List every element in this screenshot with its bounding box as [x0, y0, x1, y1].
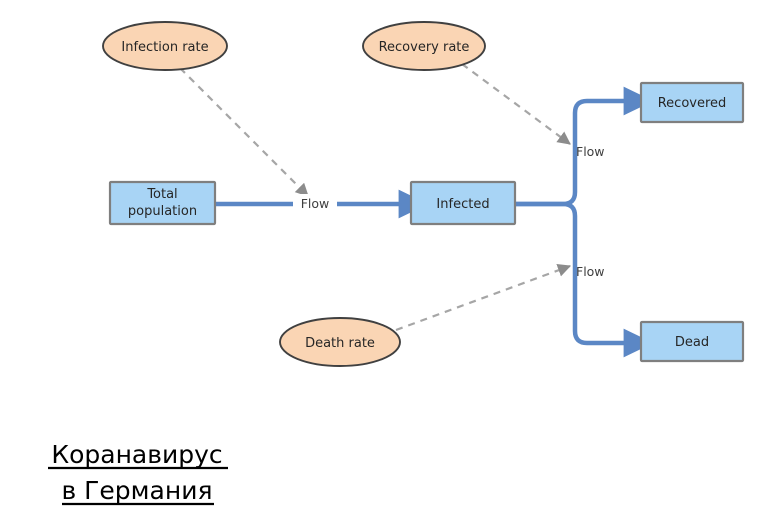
rate-death-rate-label: Death rate — [305, 336, 375, 351]
diagram-title-line1: Коранавирус — [51, 440, 222, 469]
rate-infection-rate-label: Infection rate — [121, 40, 208, 55]
flow-death-label: Flow — [576, 264, 605, 279]
flow-infection-label: Flow — [301, 196, 330, 211]
stock-total-population-label-line2: population — [128, 204, 197, 219]
rate-death-rate-ellipse[interactable] — [279, 317, 401, 367]
link-recovery-rate-line — [461, 63, 571, 145]
stock-recovered[interactable]: Recovered — [639, 81, 745, 124]
flow-recovery-line — [514, 86, 654, 207]
stock-dead-label: Dead — [675, 335, 709, 350]
rate-infection-rate-ellipse[interactable] — [102, 21, 228, 71]
rate-infection-rate[interactable]: Infection rate — [102, 21, 228, 71]
flow-infection-label-backdrop — [293, 194, 337, 214]
stock-infected-label: Infected — [436, 197, 489, 212]
stock-total-population-label-line1: Total — [146, 187, 177, 202]
stock-dead[interactable]: Dead — [639, 320, 745, 363]
stock-recovered-label: Recovered — [658, 96, 727, 111]
rate-death-rate[interactable]: Death rate — [279, 317, 401, 367]
flow-death-label-group: Flow — [576, 264, 605, 279]
diagram-title: Коранавирус в Германия — [48, 440, 228, 506]
rate-recovery-rate-ellipse[interactable] — [362, 21, 486, 71]
flow-recovery-label: Flow — [576, 144, 605, 159]
rate-recovery-rate[interactable]: Recovery rate — [362, 21, 486, 71]
link-death-rate-line — [395, 263, 572, 332]
flow-recovery-label-group: Flow — [576, 144, 605, 159]
flow-infection-label-group: Flow — [293, 194, 337, 214]
flow-death-line — [514, 201, 654, 358]
stock-total-population[interactable]: Total population — [108, 180, 217, 226]
flow-split-trunk — [514, 86, 654, 358]
rate-recovery-rate-label: Recovery rate — [379, 40, 470, 55]
stock-recovered-box[interactable] — [639, 81, 745, 124]
stock-total-population-box[interactable] — [108, 180, 217, 226]
diagram-title-line2: в Германия — [62, 476, 213, 505]
stock-infected[interactable]: Infected — [409, 180, 517, 226]
stock-dead-box[interactable] — [639, 320, 745, 363]
link-infection-rate-line — [179, 67, 309, 197]
stock-infected-box[interactable] — [409, 180, 517, 226]
